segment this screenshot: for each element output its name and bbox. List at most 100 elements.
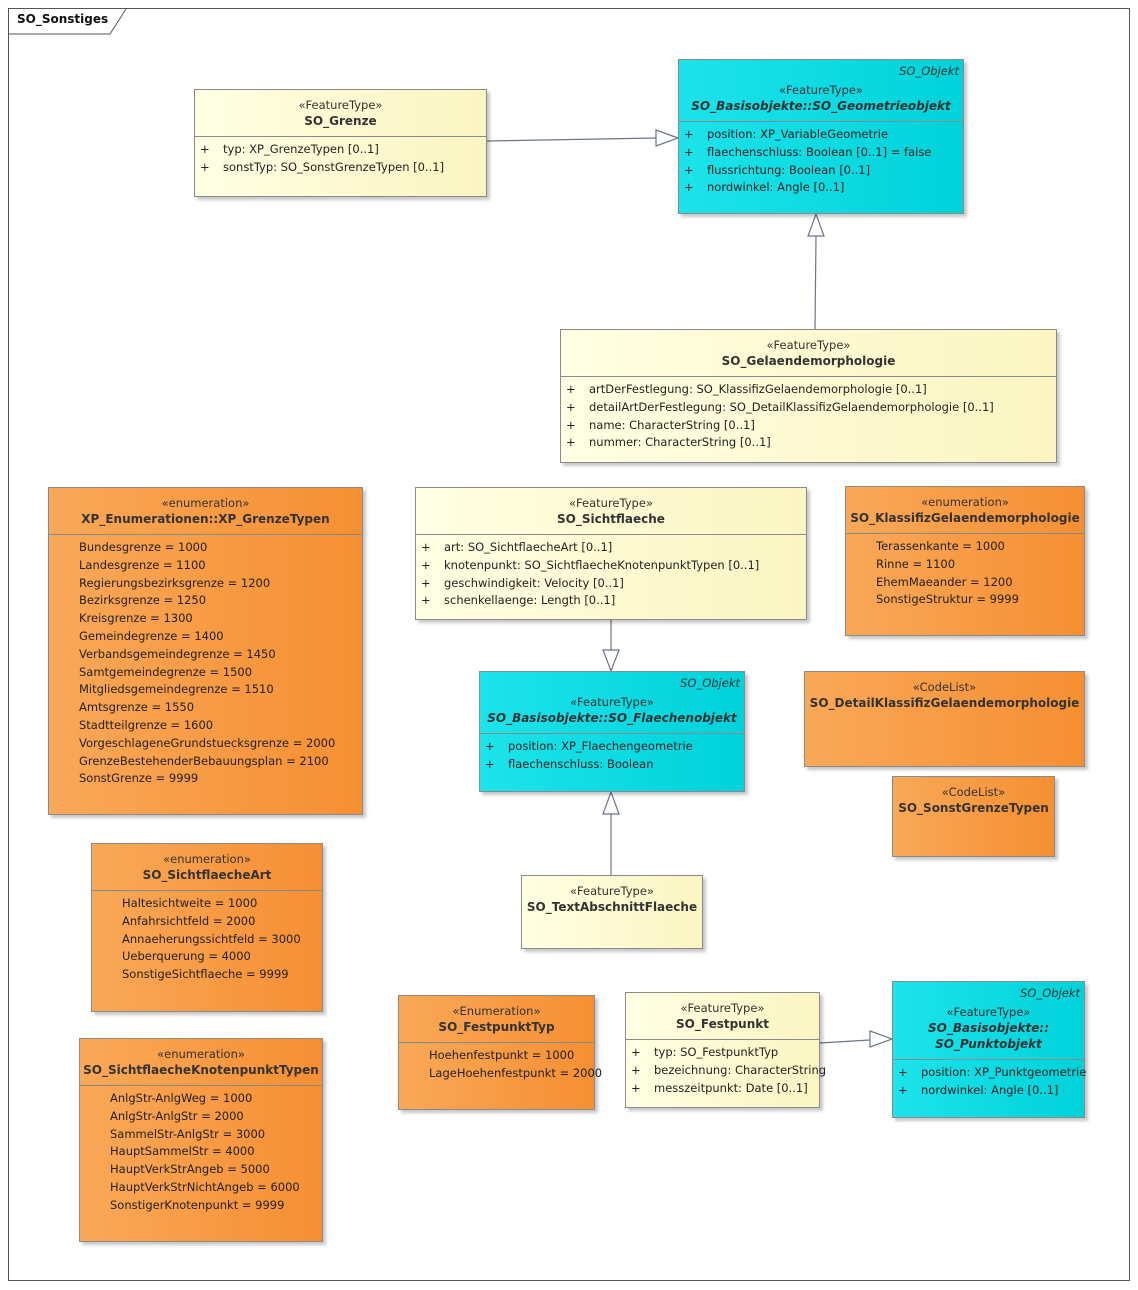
attribute-row: +nordwinkel: Angle [0..1] <box>684 180 845 195</box>
enum-literal: VorgeschlageneGrundstuecksgrenze = 2000 <box>79 735 336 750</box>
class-name: SO_Gelaendemorphologie <box>721 354 896 368</box>
diagram-frame <box>8 8 1130 1281</box>
codelist-so-sonstgrenzetypen[interactable]: «CodeList» SO_SonstGrenzeTypen <box>892 776 1055 857</box>
enum-literal: Samtgemeindegrenze = 1500 <box>79 664 253 679</box>
attribute-row: +typ: XP_GrenzeTypen [0..1] <box>200 142 379 156</box>
abstract-parent-label: SO_Objekt <box>1020 986 1080 1000</box>
enum-literal: Hoehenfestpunkt = 1000 <box>429 1048 575 1062</box>
class-so-grenze[interactable]: «FeatureType» SO_Grenze +typ: XP_GrenzeT… <box>194 89 487 197</box>
enum-literal: Landesgrenze = 1100 <box>79 557 206 572</box>
enum-literal: Bezirksgrenze = 1250 <box>79 593 207 608</box>
enum-literal: SonstGrenze = 9999 <box>79 771 199 786</box>
enum-literal: Ueberquerung = 4000 <box>122 949 251 964</box>
enum-literal: Annaeherungssichtfeld = 3000 <box>122 931 301 946</box>
class-name-line-1: SO_Basisobjekte:: <box>927 1021 1050 1035</box>
attribute-row: +detailArtDerFestlegung: SO_DetailKlassi… <box>566 399 994 414</box>
stereotype-label: «FeatureType» <box>298 98 383 112</box>
enum-literal: Terassenkante = 1000 <box>876 539 1005 553</box>
attribute-row: +sonstTyp: SO_SonstGrenzeTypen [0..1] <box>200 159 445 174</box>
enum-literal: AnlgStr-AnlgWeg = 1000 <box>110 1091 253 1105</box>
enum-literal: Haltesichtweite = 1000 <box>122 896 258 910</box>
enum-literal: SonstigeSichtflaeche = 9999 <box>122 967 289 982</box>
enum-literal: Anfahrsichtfeld = 2000 <box>122 913 256 928</box>
enum-literal: Stadtteilgrenze = 1600 <box>79 717 214 732</box>
attribute-row: +nordwinkel: Angle [0..1] <box>898 1082 1059 1097</box>
class-so-festpunkt[interactable]: «FeatureType» SO_Festpunkt +typ: SO_Fest… <box>625 992 827 1108</box>
stereotype-label: «Enumeration» <box>452 1004 541 1018</box>
class-so-punktobjekt[interactable]: SO_Objekt «FeatureType» SO_Basisobjekte:… <box>892 981 1087 1118</box>
stereotype-label: «FeatureType» <box>946 1005 1031 1019</box>
enum-so-klassifizgelaendemorphologie[interactable]: «enumeration» SO_KlassifizGelaendemorpho… <box>845 486 1085 636</box>
attribute-row: +knotenpunkt: SO_SichtflaecheKnotenpunkt… <box>421 557 760 572</box>
enum-literal: SonstigerKnotenpunkt = 9999 <box>110 1197 285 1212</box>
class-so-sichtflaeche[interactable]: «FeatureType» SO_Sichtflaeche +art: SO_S… <box>415 487 807 620</box>
codelist-name: SO_DetailKlassifizGelaendemorphologie <box>809 696 1080 710</box>
codelist-name: SO_SonstGrenzeTypen <box>898 801 1049 815</box>
attribute-row: +position: XP_VariableGeometrie <box>684 127 889 141</box>
enum-literal: LageHoehenfestpunkt = 2000 <box>429 1065 603 1080</box>
class-so-gelaendemorphologie[interactable]: «FeatureType» SO_Gelaendemorphologie +ar… <box>560 329 1057 463</box>
class-name: SO_Festpunkt <box>676 1017 769 1031</box>
enum-name: SO_FestpunktTyp <box>438 1020 555 1034</box>
enum-literal: Kreisgrenze = 1300 <box>79 611 193 626</box>
stereotype-label: «FeatureType» <box>570 884 654 898</box>
class-so-textabschnittflaeche[interactable]: «FeatureType» SO_TextAbschnittFlaeche <box>521 875 703 949</box>
class-so-flaechenobjekt[interactable]: SO_Objekt «FeatureType» SO_Basisobjekte:… <box>479 671 745 792</box>
attribute-row: +artDerFestlegung: SO_KlassifizGelaendem… <box>566 382 927 396</box>
enum-literal: Bundesgrenze = 1000 <box>79 540 208 554</box>
stereotype-label: «FeatureType» <box>680 1001 765 1015</box>
attribute-row: +position: XP_Punktgeometrie <box>898 1065 1087 1079</box>
enum-literal: Rinne = 1100 <box>876 556 956 571</box>
attribute-row: +geschwindigkeit: Velocity [0..1] <box>421 575 624 590</box>
enum-literal: Gemeindegrenze = 1400 <box>79 628 224 643</box>
abstract-parent-label: SO_Objekt <box>680 676 740 690</box>
attribute-row: +nummer: CharacterString [0..1] <box>566 435 771 450</box>
enum-xp-grenzetypen[interactable]: «enumeration» XP_Enumerationen::XP_Grenz… <box>48 487 363 815</box>
stereotype-label: «enumeration» <box>921 495 1009 509</box>
attribute-row: +messzeitpunkt: Date [0..1] <box>631 1080 808 1095</box>
class-name-line-2: SO_Punktobjekt <box>935 1037 1042 1051</box>
enum-name: SO_SichtflaecheArt <box>142 868 272 882</box>
frame-title: SO_Sonstiges <box>17 12 109 26</box>
enum-literal: SammelStr-AnlgStr = 3000 <box>110 1126 266 1141</box>
enum-literal: EhemMaeander = 1200 <box>876 574 1013 589</box>
enum-literal: HauptVerkStrNichtAngeb = 6000 <box>110 1179 300 1194</box>
stereotype-label: «CodeList» <box>912 680 977 694</box>
abstract-parent-label: SO_Objekt <box>899 64 959 78</box>
attribute-row: +art: SO_SichtflaecheArt [0..1] <box>421 540 613 554</box>
attribute-row: +bezeichnung: CharacterString <box>631 1062 827 1077</box>
enum-literal: Mitgliedsgemeindegrenze = 1510 <box>79 682 274 697</box>
enum-literal: Verbandsgemeindegrenze = 1450 <box>79 646 276 661</box>
stereotype-label: «enumeration» <box>157 1047 245 1061</box>
codelist-so-detailklassifizgelaendemorphologie[interactable]: «CodeList» SO_DetailKlassifizGelaendemor… <box>804 671 1085 767</box>
class-so-geometrieobjekt[interactable]: SO_Objekt «FeatureType» SO_Basisobjekte:… <box>678 59 964 214</box>
class-name: SO_Basisobjekte::SO_Geometrieobjekt <box>691 99 951 113</box>
enum-so-festpunkttyp[interactable]: «Enumeration» SO_FestpunktTyp Hoehenfest… <box>398 995 603 1110</box>
stereotype-label: «enumeration» <box>163 852 251 866</box>
stereotype-label: «CodeList» <box>941 785 1006 799</box>
enum-literal: HauptVerkStrAngeb = 5000 <box>110 1162 270 1177</box>
stereotype-label: «FeatureType» <box>779 83 863 97</box>
attribute-row: +typ: SO_FestpunktTyp <box>631 1045 779 1059</box>
stereotype-label: «FeatureType» <box>570 695 654 709</box>
frame-tab <box>8 8 127 35</box>
enum-name: SO_KlassifizGelaendemorphologie <box>850 511 1080 525</box>
class-name: SO_Basisobjekte::SO_Flaechenobjekt <box>487 711 737 725</box>
enum-literal: HauptSammelStr = 4000 <box>110 1144 255 1159</box>
enum-literal: Regierungsbezirksgrenze = 1200 <box>79 575 271 590</box>
attribute-row: +schenkellaenge: Length [0..1] <box>421 593 616 608</box>
class-name: SO_TextAbschnittFlaeche <box>526 900 698 914</box>
attribute-row: +flaechenschluss: Boolean [0..1] = false <box>684 144 932 159</box>
enum-so-sichtflaecheknotenpunkttypen[interactable]: «enumeration» SO_SichtflaecheKnotenpunkt… <box>79 1038 323 1242</box>
enum-literal: GrenzeBestehenderBebauungsplan = 2100 <box>79 753 329 768</box>
enum-so-sichtflaecheart[interactable]: «enumeration» SO_SichtflaecheArt Haltesi… <box>91 843 323 1012</box>
attribute-row: +name: CharacterString [0..1] <box>566 417 755 432</box>
enum-literal: Amtsgrenze = 1550 <box>79 700 195 715</box>
attribute-row: +flussrichtung: Boolean [0..1] <box>684 162 871 177</box>
enum-literal: AnlgStr-AnlgStr = 2000 <box>110 1108 244 1123</box>
stereotype-label: «enumeration» <box>161 496 250 510</box>
enum-name: XP_Enumerationen::XP_GrenzeTypen <box>81 512 330 526</box>
stereotype-label: «FeatureType» <box>766 338 851 352</box>
attribute-row: +flaechenschluss: Boolean <box>485 756 654 771</box>
enum-name: SO_SichtflaecheKnotenpunktTypen <box>83 1063 319 1077</box>
